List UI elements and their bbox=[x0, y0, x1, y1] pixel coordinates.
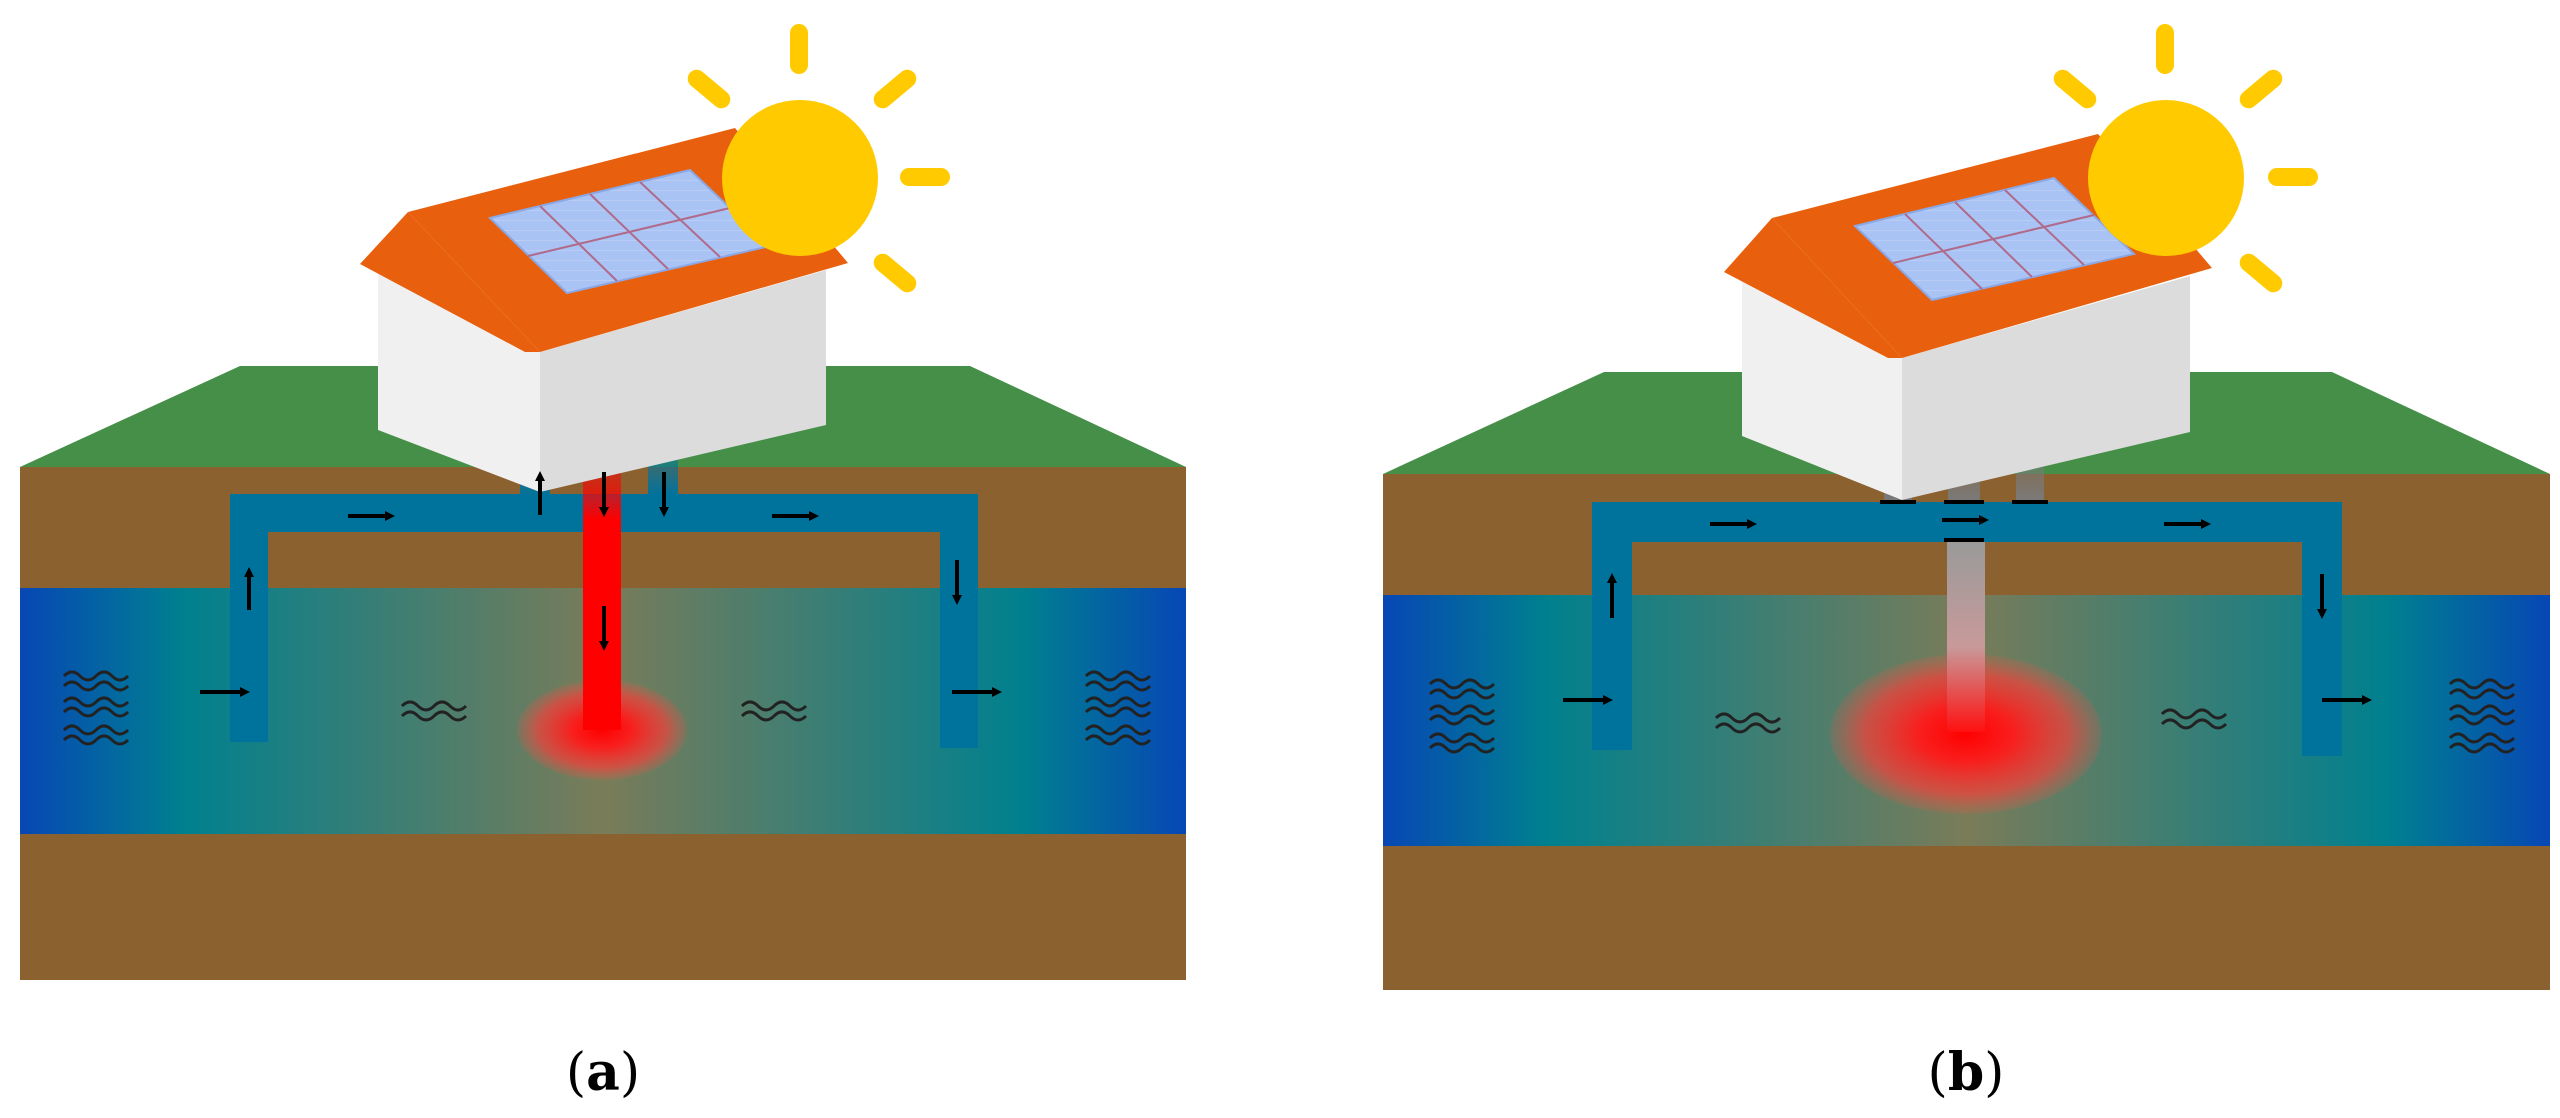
solar-panel-icon bbox=[1852, 176, 2137, 302]
sun-icon bbox=[687, 24, 950, 293]
house-icon bbox=[360, 128, 848, 492]
panel-b: (b) bbox=[1383, 24, 2550, 1103]
panel-a: (a) bbox=[20, 24, 1186, 1103]
flow-arrow-icon bbox=[200, 471, 1002, 697]
flow-arrow-icon bbox=[1563, 515, 2372, 705]
caption-a: (a) bbox=[566, 1042, 640, 1103]
heat-injection-pipe bbox=[1947, 542, 1985, 732]
heat-zone bbox=[1830, 654, 2102, 814]
caption-b: (b) bbox=[1928, 1042, 2005, 1103]
sun-icon bbox=[2053, 24, 2318, 293]
